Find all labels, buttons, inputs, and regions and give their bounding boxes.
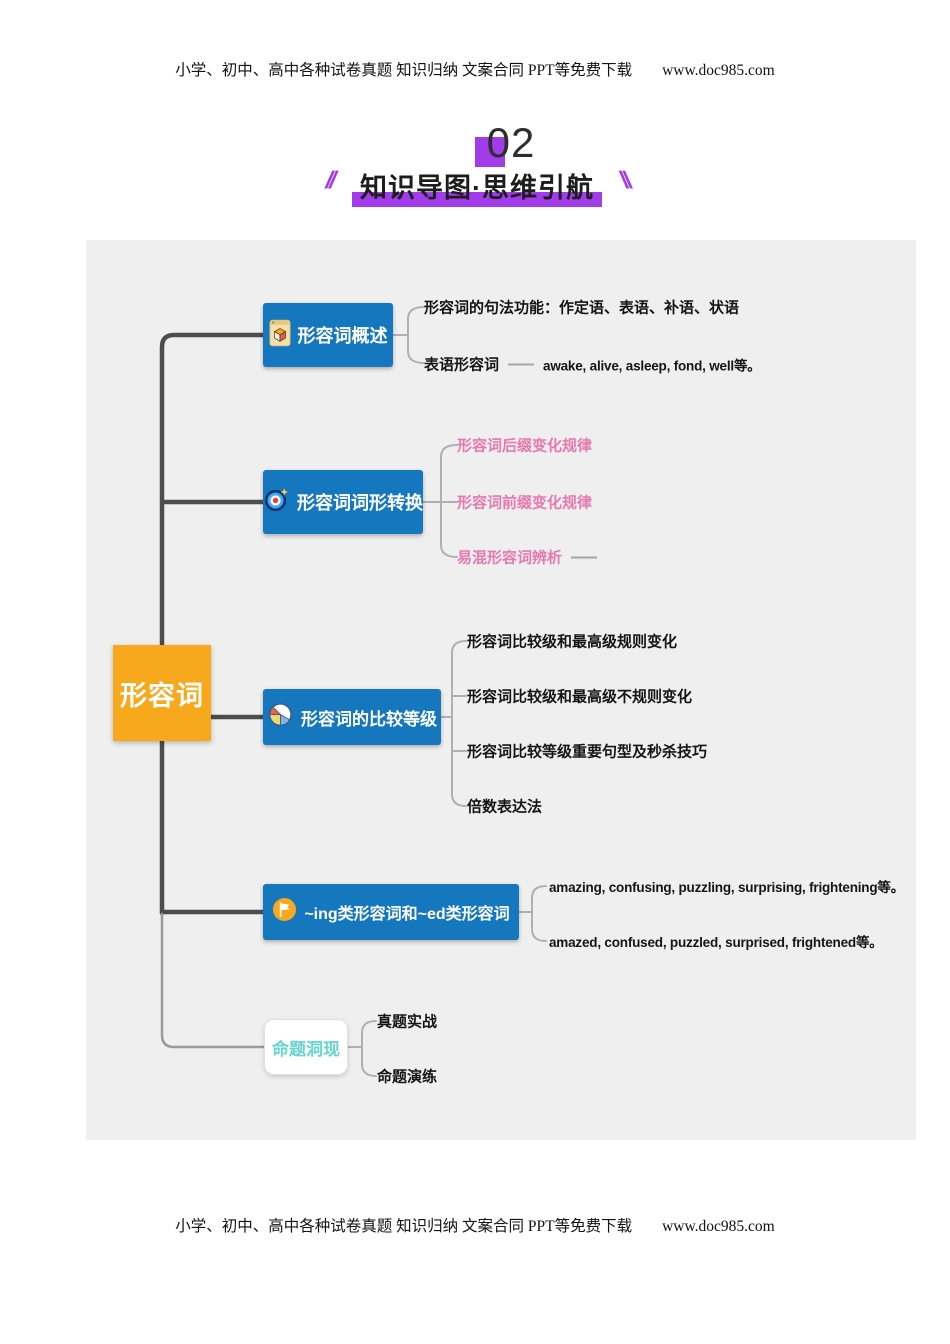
leaf-node: 形容词的句法功能：作定语、表语、补语、状语 [424,297,739,318]
leaf-label: amazing, confusing, puzzling, surprising… [549,880,904,895]
section-number: 02 [0,119,950,167]
leaf-label: 易混形容词辨析 [457,549,563,567]
leaf-label: 表语形容词 [424,356,500,374]
mindmap-connectors [159,306,547,1077]
mindmap-canvas: 形容词 形容词概述 [86,240,916,1140]
leaf-label: 形容词比较级和最高级规则变化 [467,633,678,651]
branch-node-ing-ed: ~ing类形容词和~ed类形容词 [263,884,519,940]
leaf-label: 形容词前缀变化规律 [457,494,593,512]
section-number-square [474,137,505,167]
branch-node-word-form: 形容词词形转换 [263,470,423,534]
leaf-label: 倍数表达法 [467,798,543,816]
leaf-label: 命题演练 [377,1068,438,1086]
pie-chart-icon [267,701,294,733]
leaf-node: 形容词比较级和最高级不规则变化 [467,686,692,707]
leaf-node: 形容词比较级和最高级规则变化 [467,631,677,652]
leaf-node: 形容词比较等级重要句型及秒杀技巧 [467,741,707,762]
leaf-node: amazing, confusing, puzzling, surprising… [549,876,904,896]
title-slash-right: \\ [617,167,632,194]
leaf-connector-line [508,363,535,365]
title-underline-bar [352,192,602,207]
leaf-trailing-line [571,556,598,558]
leaf-node: 形容词前缀变化规律 [457,492,592,513]
leaf-node: 形容词后缀变化规律 [457,435,592,456]
page-header: 小学、初中、高中各种试卷真题 知识归纳 文案合同 PPT等免费下载 www.doc… [0,58,950,80]
leaf-node: 易混形容词辨析 [457,547,598,568]
leaf-label: 形容词的句法功能：作定语、表语、补语、状语 [424,299,740,317]
branch-label: ~ing类形容词和~ed类形容词 [304,906,510,923]
cube-card-icon [268,319,291,352]
leaf-label: 形容词比较等级重要句型及秒杀技巧 [467,743,708,761]
leaf-node: 表语形容词 awake, alive, asleep, fond, well等。 [424,354,761,375]
page-footer: 小学、初中、高中各种试卷真题 知识归纳 文案合同 PPT等免费下载 www.doc… [0,1214,950,1236]
leaf-node: 真题实战 [377,1011,437,1032]
branch-node-overview: 形容词概述 [263,303,393,367]
footer-url: www.doc985.com [662,1218,775,1235]
leaf-node: 命题演练 [377,1066,437,1087]
section-number-text: 02 [486,119,536,166]
footer-text: 小学、初中、高中各种试卷真题 知识归纳 文案合同 PPT等免费下载 [175,1218,633,1235]
branch-label: 形容词的比较等级 [301,709,437,729]
leaf-label: amazed, confused, puzzled, surprised, fr… [549,935,883,950]
title-slash-left: // [322,167,337,194]
section-title: 知识导图·思维引航 [360,173,594,203]
leaf-label: 形容词比较级和最高级不规则变化 [467,688,693,706]
leaf-detail: awake, alive, asleep, fond, well等。 [543,358,761,373]
branch-label: 命题洞现 [272,1039,340,1059]
leaf-node: 倍数表达法 [467,796,542,817]
root-node-label: 形容词 [120,680,204,711]
branch-node-comparison: 形容词的比较等级 [263,689,441,745]
flag-icon [272,897,297,927]
header-text: 小学、初中、高中各种试卷真题 知识归纳 文案合同 PPT等免费下载 [175,62,633,79]
branch-label: 形容词词形转换 [297,493,423,513]
section-title-row: // 知识导图·思维引航 \\ [0,166,950,207]
leaf-node: amazed, confused, puzzled, surprised, fr… [549,931,883,951]
root-node: 形容词 [113,645,211,741]
leaf-label: 真题实战 [377,1013,438,1031]
branch-label: 形容词概述 [297,326,388,346]
target-icon [263,486,290,518]
leaf-label: 形容词后缀变化规律 [457,437,593,455]
header-url: www.doc985.com [662,62,775,79]
branch-node-exam: 命题洞现 [264,1019,348,1075]
